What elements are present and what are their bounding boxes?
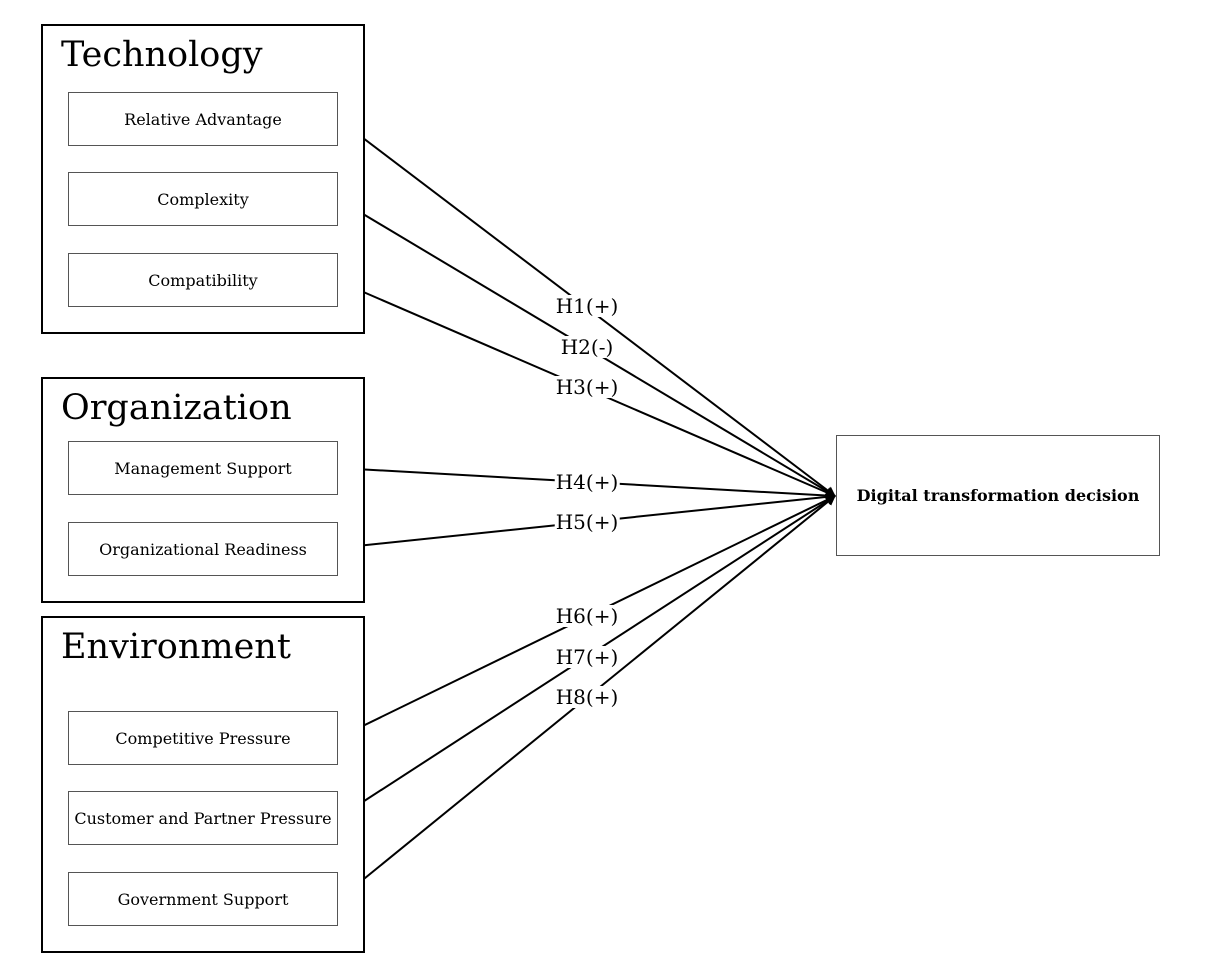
hypothesis-label-h6: H6(+) (554, 604, 620, 628)
hypothesis-label-h5: H5(+) (554, 510, 620, 534)
technology-title: Technology (61, 35, 263, 75)
factor-government-support: Government Support (68, 872, 338, 926)
factor-compatibility: Compatibility (68, 253, 338, 307)
factor-customer-partner-pressure: Customer and Partner Pressure (68, 791, 338, 845)
outcome-box: Digital transformation decision (836, 435, 1160, 556)
hypothesis-label-h3: H3(+) (554, 375, 620, 399)
organization-title: Organization (61, 388, 292, 428)
factor-organizational-readiness: Organizational Readiness (68, 522, 338, 576)
hypothesis-label-h2: H2(-) (559, 335, 615, 359)
hypothesis-label-h8: H8(+) (554, 685, 620, 709)
hypothesis-label-h1: H1(+) (554, 294, 620, 318)
factor-complexity: Complexity (68, 172, 338, 226)
hypothesis-label-h7: H7(+) (554, 645, 620, 669)
factor-competitive-pressure: Competitive Pressure (68, 711, 338, 765)
factor-management-support: Management Support (68, 441, 338, 495)
environment-title: Environment (61, 627, 291, 667)
factor-relative-advantage: Relative Advantage (68, 92, 338, 146)
hypothesis-label-h4: H4(+) (554, 470, 620, 494)
